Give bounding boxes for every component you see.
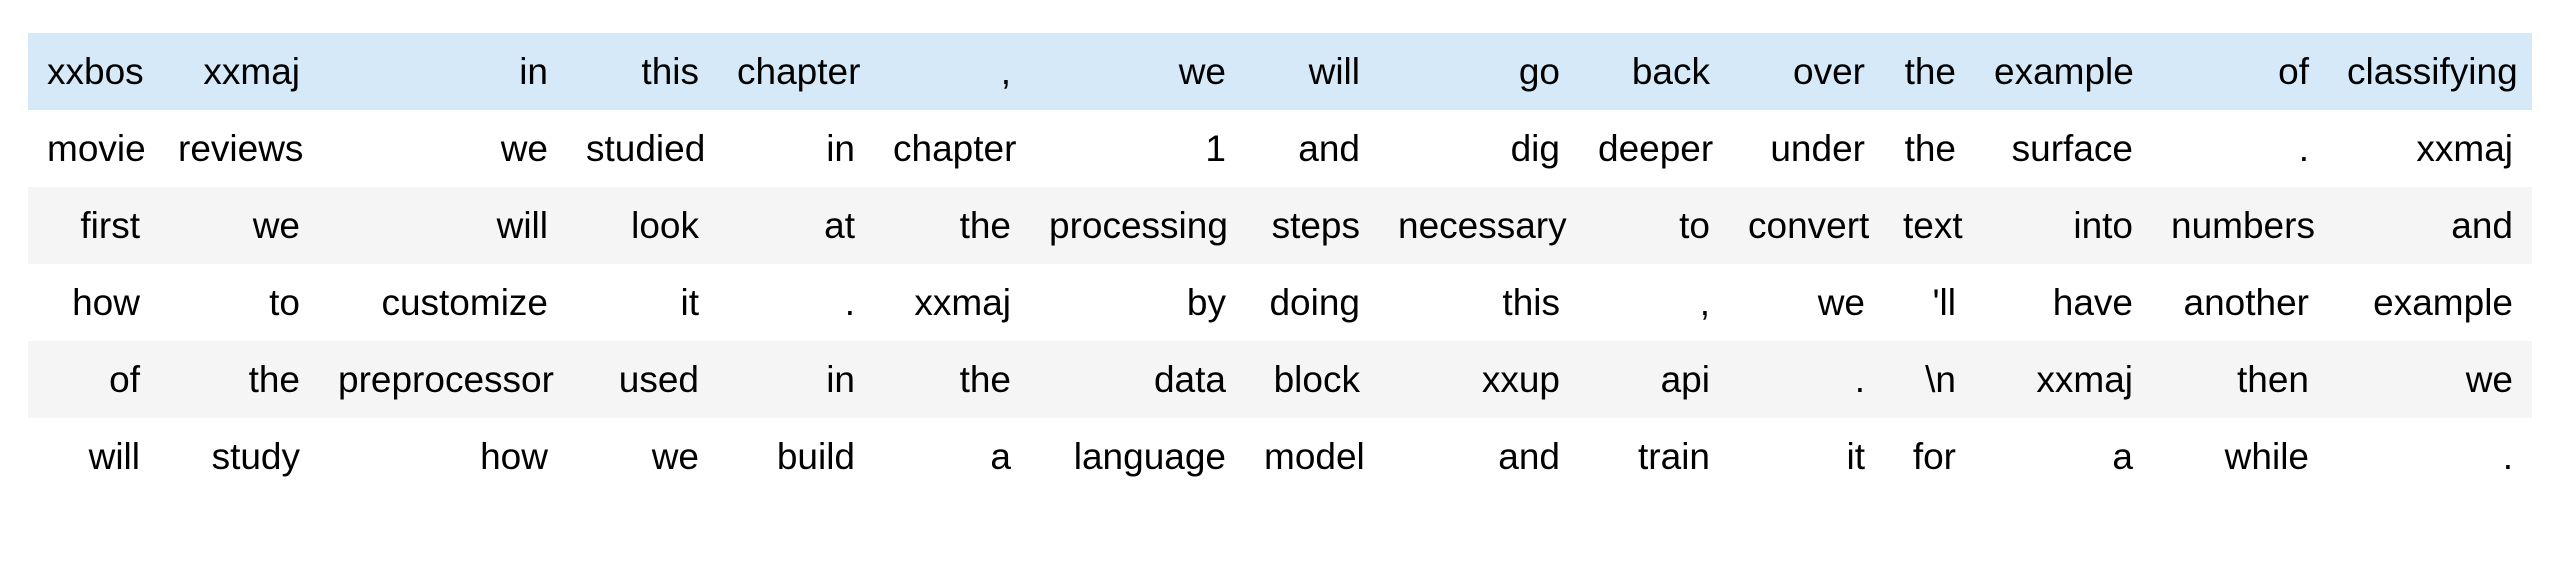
token-cell: into <box>2073 205 2133 246</box>
token-cell: api <box>1660 359 1710 400</box>
token-cell: we <box>1817 282 1865 323</box>
token-cell: back <box>1631 51 1710 92</box>
token-cell: xxup <box>1481 359 1560 400</box>
token-cell: the <box>248 359 300 400</box>
token-cell: under <box>1770 128 1865 169</box>
token-cell: will <box>88 436 140 477</box>
token-cell: we <box>2465 359 2513 400</box>
token-cell: surface <box>2011 128 2133 169</box>
token-cell: how <box>72 282 140 323</box>
token-cell: doing <box>1269 282 1360 323</box>
token-cell: movie <box>47 128 146 169</box>
token-cell: chapter <box>893 128 1017 169</box>
token-cell: to <box>1679 205 1710 246</box>
notebook-output-area: xxbos xxmaj in this chapter, we will go back over… <box>0 33 2566 495</box>
token-cell: xxmaj <box>2416 128 2513 169</box>
token-batch-table: xxbos xxmaj in this chapter, we will go back over… <box>28 33 2532 495</box>
token-cell: in <box>519 51 548 92</box>
token-cell: customize <box>381 282 548 323</box>
token-cell: the <box>1904 51 1956 92</box>
token-cell: we <box>1178 51 1226 92</box>
token-cell: over <box>1793 51 1865 92</box>
token-cell: at <box>824 205 855 246</box>
token-cell: of <box>109 359 140 400</box>
token-cell: 1 <box>1205 128 1226 169</box>
token-cell: a <box>990 436 1011 477</box>
token-cell: dig <box>1510 128 1560 169</box>
token-cell: numbers <box>2171 205 2315 246</box>
token-cell: it <box>680 282 700 323</box>
token-cell: go <box>1518 51 1560 92</box>
token-cell: a <box>2112 436 2133 477</box>
token-cell: , <box>1699 282 1710 323</box>
table-row-highlighted: xxbos xxmaj in this chapter, we will go back over… <box>28 33 2532 110</box>
token-cell: and <box>1498 436 1560 477</box>
token-cell: and <box>1298 128 1360 169</box>
token-cell: studied <box>586 128 706 169</box>
table-row: how to customize it. xxmaj by doing this, we 'll h… <box>28 264 2532 341</box>
token-cell: . <box>1854 359 1865 400</box>
token-cell: the <box>959 205 1011 246</box>
token-cell: chapter <box>737 51 861 92</box>
token-cell: classifying <box>2347 51 2518 92</box>
token-cell: have <box>2052 282 2133 323</box>
token-cell: used <box>618 359 699 400</box>
token-cell: 'll <box>1932 282 1956 323</box>
token-cell: in <box>826 128 855 169</box>
token-cell: model <box>1264 436 1365 477</box>
token-cell: xxbos <box>47 51 144 92</box>
table-row: first we will look at the processing steps neces… <box>28 187 2532 264</box>
table-row: of the preprocessor used in the data block xxup a… <box>28 341 2532 418</box>
token-cell: we <box>252 205 300 246</box>
token-cell: text <box>1903 205 1963 246</box>
token-cell: we <box>651 436 699 477</box>
token-cell: steps <box>1271 205 1360 246</box>
token-cell: first <box>80 205 140 246</box>
token-cell: convert <box>1748 205 1870 246</box>
token-cell: will <box>1308 51 1360 92</box>
token-cell: necessary <box>1398 205 1567 246</box>
token-cell: . <box>844 282 855 323</box>
table-row: will study how we build a language model and trai… <box>28 418 2532 495</box>
token-cell: build <box>776 436 855 477</box>
token-cell: will <box>496 205 548 246</box>
token-cell: example <box>2373 282 2513 323</box>
token-cell: . <box>2298 128 2309 169</box>
token-cell: train <box>1638 436 1710 477</box>
token-cell: example <box>1994 51 2134 92</box>
token-table-body: xxbos xxmaj in this chapter, we will go back over… <box>28 33 2532 495</box>
token-cell: . <box>2502 436 2513 477</box>
token-cell: we <box>500 128 548 169</box>
token-cell: of <box>2278 51 2309 92</box>
token-cell: language <box>1073 436 1226 477</box>
token-cell: block <box>1273 359 1360 400</box>
token-cell: xxmaj <box>914 282 1011 323</box>
token-cell: preprocessor <box>338 359 554 400</box>
token-cell: it <box>1846 436 1866 477</box>
token-cell: for <box>1912 436 1956 477</box>
token-cell: deeper <box>1598 128 1714 169</box>
token-cell: this <box>1502 282 1560 323</box>
token-cell: xxmaj <box>2036 359 2133 400</box>
token-cell: by <box>1186 282 1226 323</box>
token-cell: how <box>480 436 548 477</box>
token-cell: another <box>2183 282 2310 323</box>
token-cell: reviews <box>178 128 304 169</box>
token-cell: in <box>826 359 855 400</box>
token-cell: look <box>631 205 699 246</box>
token-cell: this <box>641 51 699 92</box>
token-cell: then <box>2236 359 2309 400</box>
token-cell: study <box>211 436 300 477</box>
token-cell: while <box>2224 436 2309 477</box>
token-cell: and <box>2451 205 2513 246</box>
token-cell: the <box>959 359 1011 400</box>
token-cell: \n <box>1925 359 1956 400</box>
token-cell: xxmaj <box>203 51 300 92</box>
token-cell: processing <box>1049 205 1228 246</box>
token-cell: data <box>1153 359 1226 400</box>
token-cell: , <box>1000 51 1011 92</box>
token-cell: to <box>269 282 300 323</box>
token-cell: the <box>1904 128 1956 169</box>
